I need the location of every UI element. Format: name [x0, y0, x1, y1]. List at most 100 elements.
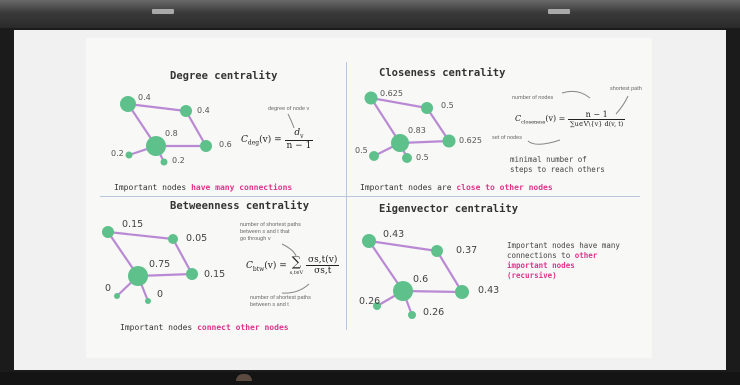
node	[455, 285, 469, 299]
closeness-note: minimal number of steps to reach others	[510, 155, 605, 175]
closeness-formula: Ccloseness(v) = n − 1 ∑u∈V\{v} d(v, t)	[515, 110, 626, 128]
arrow	[615, 95, 629, 115]
node	[369, 151, 379, 161]
node	[168, 234, 178, 244]
formula-argument: (v) =	[264, 261, 287, 271]
caption-text: Important nodes	[114, 183, 192, 192]
betweenness-value: 0.05	[186, 233, 208, 244]
betweenness-annotation-top: number of shortest paths between s and t…	[240, 222, 301, 243]
node	[160, 158, 168, 166]
edge	[172, 238, 193, 275]
degree-nodes	[120, 96, 212, 166]
degree-annotation: degree of node v	[268, 106, 310, 112]
screen-pull-handle[interactable]	[236, 374, 252, 381]
node	[128, 266, 148, 286]
betweenness-value: 0	[105, 283, 112, 294]
arrow	[561, 90, 591, 99]
degree-value: 0.4	[138, 93, 151, 102]
node	[393, 281, 413, 301]
caption-text: Important nodes are	[360, 183, 457, 192]
note-line: minimal number of	[510, 155, 587, 164]
edge	[368, 240, 404, 292]
slide	[86, 38, 652, 358]
formula-fraction: dv n − 1	[284, 128, 314, 151]
formula-sum: ∑ s,t∈V	[290, 255, 303, 276]
node	[186, 268, 198, 280]
closeness-annotation-nodes: number of nodes	[512, 95, 554, 101]
eigenvector-value: 0.26	[423, 307, 445, 318]
formula-symbol: C	[241, 134, 248, 145]
note-highlight: other	[574, 251, 598, 260]
closeness-value: 0.5	[355, 146, 368, 155]
annotation-line: number of shortest paths	[240, 222, 301, 228]
eigenvector-value: 0.37	[456, 245, 478, 256]
formula-fraction: n − 1 ∑u∈V\{v} d(v, t)	[567, 110, 626, 128]
node	[362, 234, 376, 248]
caption-highlight: have many connections	[191, 183, 293, 192]
node	[442, 134, 456, 148]
formula-num-text: d	[294, 128, 301, 138]
node	[146, 136, 166, 156]
betweenness-formula: Cbtw(v) = ∑ s,t∈V σs,t(v) σs,t	[246, 255, 340, 276]
edge	[127, 102, 187, 113]
betweenness-nodes	[102, 226, 198, 304]
sum-subscript: s,t∈V	[289, 270, 304, 276]
eigenvector-graph	[368, 239, 463, 316]
caption-text: Important nodes	[120, 323, 198, 332]
degree-value: 0.2	[172, 156, 185, 165]
edge	[107, 230, 174, 241]
formula-num-sub: v	[300, 132, 304, 140]
note-line: Important nodes have many	[507, 241, 620, 250]
annotation-line: number of shortest paths	[250, 295, 311, 301]
closeness-nodes	[364, 91, 456, 163]
eigenvector-title: Eigenvector centrality	[379, 203, 519, 215]
closeness-value: 0.5	[416, 153, 429, 162]
arrow	[281, 243, 297, 257]
betweenness-title: Betweenness centrality	[170, 200, 310, 212]
annotation-arrows	[281, 90, 629, 294]
edge	[426, 107, 450, 142]
arrow	[527, 139, 561, 145]
formula-argument: (v) =	[259, 134, 282, 145]
betweenness-value: 0.75	[149, 259, 171, 270]
degree-formula: Cdeg(v) = dv n − 1	[241, 128, 314, 151]
closeness-annotation-set: set of nodes	[492, 135, 522, 141]
formula-symbol: C	[515, 114, 522, 123]
formula-numerator: n − 1	[567, 110, 626, 120]
betweenness-value: 0.15	[204, 269, 226, 280]
node	[364, 91, 378, 105]
eigenvector-nodes	[362, 234, 469, 319]
degree-title: Degree centrality	[170, 70, 278, 82]
degree-value: 0.6	[219, 140, 232, 149]
top-clip	[548, 9, 570, 14]
caption-highlight: close to other nodes	[456, 183, 553, 192]
formula-subscript: deg	[247, 139, 260, 147]
formula-fraction: σs,t(v) σs,t	[306, 255, 340, 276]
edge	[185, 110, 207, 147]
eigenvector-note: Important nodes have many connections to…	[507, 241, 620, 281]
node	[402, 153, 412, 163]
degree-caption: Important nodes have many connections	[114, 183, 292, 192]
closeness-annotation-shortest: shortest path	[610, 86, 642, 92]
node	[373, 302, 381, 310]
node	[120, 96, 136, 112]
note-line: steps to reach others	[510, 165, 605, 174]
edge	[370, 96, 428, 110]
degree-value: 0.2	[111, 149, 124, 158]
annotation-line: go through v	[240, 236, 271, 242]
node	[145, 298, 151, 304]
node	[408, 311, 416, 319]
betweenness-value: 0.15	[122, 219, 144, 230]
edge	[368, 239, 438, 253]
caption-highlight: connect other nodes	[197, 323, 289, 332]
eigenvector-value: 0.6	[413, 274, 429, 285]
formula-subscript: btw	[252, 265, 265, 273]
arrow	[287, 113, 295, 129]
node	[431, 245, 443, 257]
eigenvector-value: 0.26	[359, 296, 381, 307]
eigenvector-value: 0.43	[478, 285, 500, 296]
arrow	[281, 283, 310, 294]
degree-value: 0.8	[165, 129, 178, 138]
closeness-caption: Important nodes are close to other nodes	[360, 183, 553, 192]
